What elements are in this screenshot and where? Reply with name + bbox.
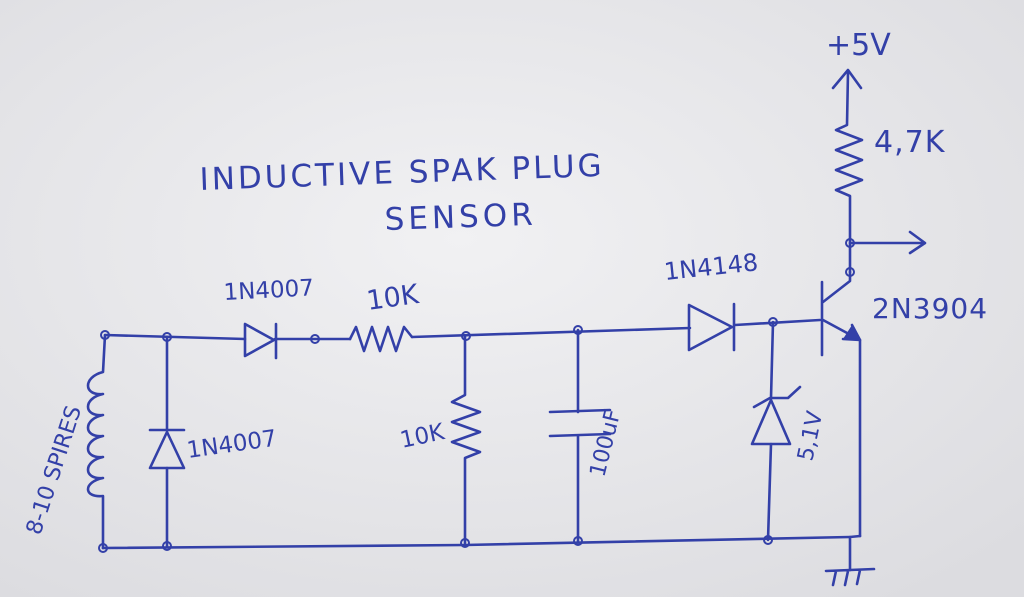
node-zener-top [768,317,778,327]
ground-symbol [824,567,876,587]
node-cap-bottom [573,536,583,546]
label-supply: +5V [826,28,891,63]
wire-top-left [103,333,247,341]
zener-lead-bottom [766,442,773,542]
node-zener-bottom [763,535,773,545]
inductor-coil [86,333,107,550]
node-collector [845,267,855,277]
emitter-arrow [841,323,862,342]
node-shunt-diode-bottom [162,541,172,551]
supply-arrow [831,68,863,90]
title-line-2: SENSOR [384,197,537,238]
capacitor-plates [548,408,612,438]
zener-lead-top [769,320,775,400]
wire-top-middle [410,326,692,339]
pullup-resistor-zigzag [834,70,864,274]
node-resistor-top [461,331,471,341]
wire-bottom-rail [101,535,852,550]
output-arrow [848,230,927,255]
label-pullup-resistor: 4,7K [874,125,946,160]
node-shunt-diode-top [162,332,172,342]
node-output [845,238,855,248]
node-coil-bottom [98,543,108,553]
label-transistor: 2N3904 [872,292,988,325]
shunt-resistor-zigzag [450,334,482,545]
node-cap-top [573,325,583,335]
node-resistor-bottom [460,538,470,548]
node-coil-top [100,330,110,340]
emitter-to-ground [848,534,862,572]
label-series-resistor: 10K [365,279,422,317]
node-diode-resistor [310,334,320,344]
label-series-diode: 1N4007 [223,275,315,306]
signal-diode-body [687,302,736,352]
series-resistor-zigzag [348,325,414,353]
series-diode-body [243,322,278,360]
